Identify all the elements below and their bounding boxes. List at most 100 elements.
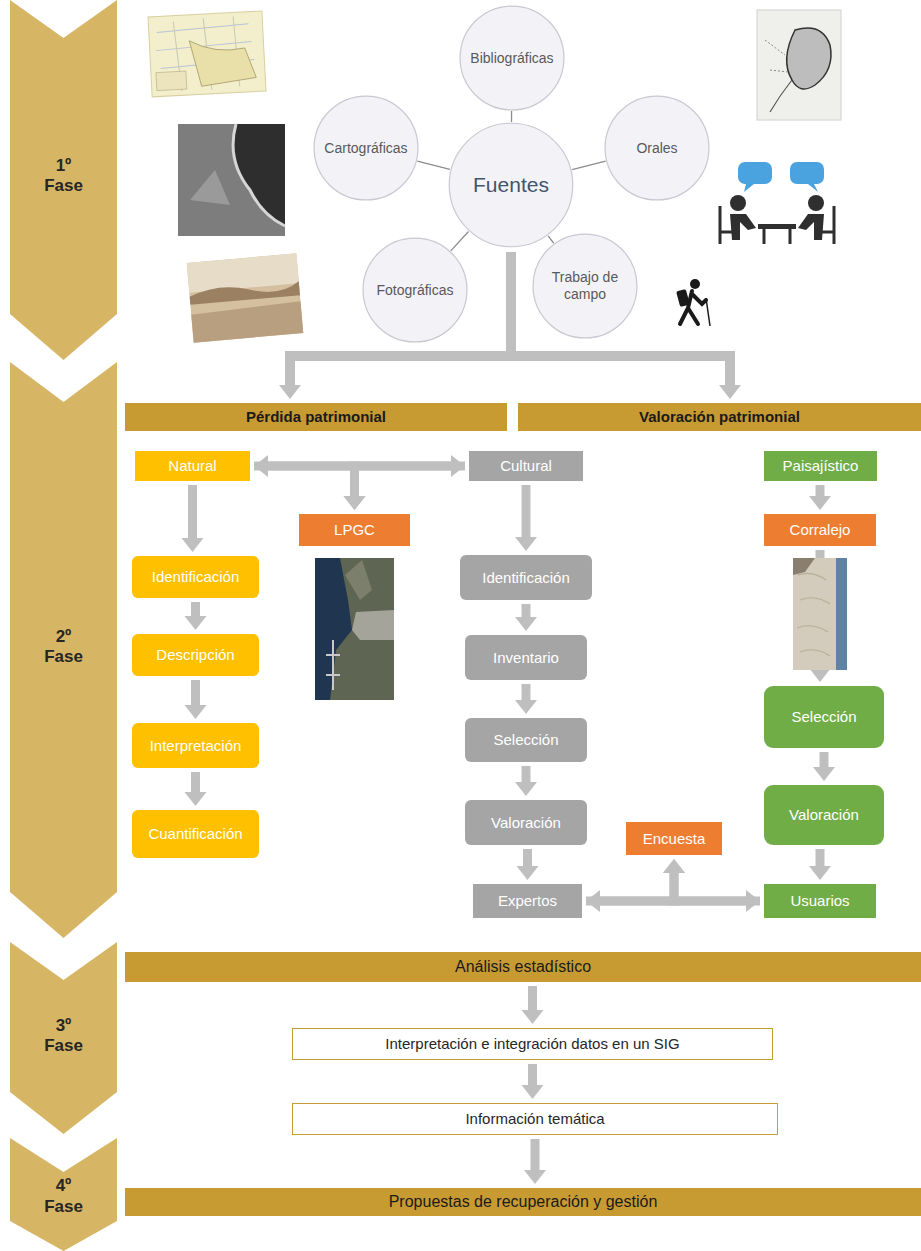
section-band: Propuestas de recuperación y gestión (125, 1188, 921, 1216)
connector (182, 485, 204, 552)
node-label: LPGC (334, 521, 375, 539)
connector (515, 684, 537, 714)
lpgc-satellite-image (315, 558, 394, 700)
connector-line (511, 111, 512, 122)
connector-line (528, 986, 537, 1011)
connector (663, 859, 760, 901)
hiker-stick (706, 298, 710, 326)
arrow-head (182, 538, 204, 552)
connector (254, 466, 366, 510)
phase-chevron: 2º Fase (10, 362, 117, 938)
source-circle: Orales (604, 95, 710, 201)
arrow-head (522, 1010, 544, 1024)
connector (185, 772, 207, 806)
connector (511, 111, 512, 122)
chevron-fill (10, 362, 117, 938)
sepia-hills (189, 281, 300, 305)
process-box: Valoración (764, 785, 884, 845)
node-label: Fuentes (473, 172, 549, 197)
connector-line (522, 684, 531, 701)
sketch-dashes (765, 40, 788, 72)
speech-tail (744, 184, 754, 192)
connector-line (522, 766, 531, 783)
connector (524, 1139, 546, 1184)
node-label: Identificación (152, 568, 240, 586)
map-coast (189, 37, 256, 86)
chairs (720, 206, 834, 244)
sketch-isthmus (770, 80, 792, 112)
node-label: Pérdida patrimonial (246, 408, 386, 426)
source-circle: Bibliográficas (459, 5, 565, 111)
interview-icon (720, 162, 834, 244)
town-patch (793, 558, 815, 575)
sketch-sheet (757, 10, 841, 120)
connector-line (586, 872, 674, 901)
aerial-photo (178, 124, 285, 236)
process-box: Natural (135, 451, 250, 481)
connector-line (355, 466, 466, 497)
connector-line (523, 849, 532, 867)
map-legend-box (156, 71, 187, 91)
node-label: Expertos (498, 892, 557, 910)
arrow-head (809, 866, 831, 880)
person-head (808, 195, 824, 211)
process-box: Selección (764, 686, 884, 748)
phase-chevron: 4º Fase (10, 1138, 117, 1251)
node-label: Usuarios (790, 892, 849, 910)
connector-line (816, 485, 825, 497)
circle-outline (605, 96, 709, 200)
node-label: Natural (168, 457, 216, 475)
process-box: Corralejo (764, 514, 876, 546)
dunes (793, 558, 847, 670)
node-label: Interpretación (150, 737, 242, 755)
satellite-sea (315, 558, 394, 700)
arrow-head (813, 767, 835, 781)
connector-line (528, 1064, 537, 1086)
node-label: Valoración patrimonial (639, 408, 800, 426)
connector (185, 602, 207, 630)
connector (185, 680, 207, 719)
node-label: Paisajístico (783, 457, 859, 475)
node-label: Cuantificación (148, 825, 242, 843)
map-sheet (148, 11, 266, 97)
connector-line (191, 772, 200, 793)
satellite-city (352, 610, 394, 640)
node-label: 2º Fase (39, 627, 89, 668)
chevron-fill (10, 942, 117, 1134)
process-box: Expertos (473, 884, 582, 918)
sepia-photo (187, 253, 304, 342)
node-label: Inventario (493, 649, 559, 667)
coast-sea (836, 558, 847, 670)
connector (517, 849, 539, 880)
connector-line (531, 1139, 540, 1171)
phase-chevron: 1º Fase (10, 0, 117, 360)
node-label: Interpretación e integración datos en un… (385, 1035, 679, 1053)
arrow-head (185, 792, 207, 806)
connector-line (816, 849, 825, 867)
connector-line (254, 466, 355, 497)
process-box: Encuesta (626, 822, 722, 855)
connector-line (548, 236, 553, 243)
photo-shore (233, 124, 285, 226)
satellite-port (326, 640, 340, 690)
satellite-isleta (345, 560, 372, 600)
chevron-fill (10, 0, 117, 360)
arrow-head (719, 385, 741, 399)
arrow-head (344, 496, 366, 510)
arrow-head (344, 496, 366, 510)
process-box: Descripción (132, 634, 259, 676)
phase-chevron: 3º Fase (10, 942, 117, 1134)
hiker-head (690, 279, 700, 289)
sepia-ground (187, 253, 304, 342)
photo-relief (190, 170, 230, 205)
connector-line (572, 161, 606, 170)
connector-line (451, 231, 469, 250)
process-box: Usuarios (764, 884, 876, 918)
connector (813, 752, 835, 781)
arrow-head (515, 782, 537, 796)
process-box: Identificación (132, 556, 259, 598)
connector (809, 485, 831, 510)
circle-outline (533, 234, 637, 338)
node-label: Información temática (465, 1110, 604, 1128)
